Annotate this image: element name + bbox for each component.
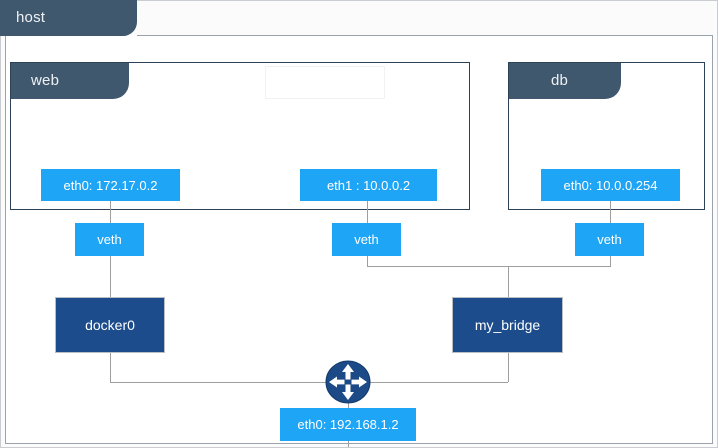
connector-veth3-to-junction	[610, 256, 611, 267]
connector-db-eth0-to-veth3	[610, 201, 611, 223]
namespace-tab-db[interactable]	[509, 63, 621, 99]
ghost-placeholder-rect	[265, 66, 385, 99]
veth-box-2[interactable]: veth	[332, 223, 401, 256]
interface-box-host-eth0[interactable]: eth0: 192.168.1.2	[280, 408, 416, 441]
interface-box-web-eth0[interactable]: eth0: 172.17.0.2	[41, 169, 180, 201]
namespace-label-web: web	[31, 72, 60, 89]
connector-veth1-to-docker0	[110, 256, 111, 297]
interface-box-web-eth1[interactable]: eth1 : 10.0.0.2	[300, 169, 437, 201]
connector-docker0-to-host-bus	[110, 353, 111, 382]
interface-box-db-eth0[interactable]: eth0: 10.0.0.254	[541, 169, 680, 201]
namespace-tab-web[interactable]	[11, 63, 129, 99]
host-top-border	[137, 35, 713, 36]
bridge-box-my-bridge[interactable]: my_bridge	[452, 297, 563, 353]
veth-box-1[interactable]: veth	[75, 223, 144, 256]
host-label: host	[16, 9, 46, 26]
host-tab[interactable]	[0, 0, 137, 36]
connector-my-bridge-to-host-bus	[508, 353, 509, 382]
bridge-box-docker0[interactable]: docker0	[55, 297, 165, 353]
connector-host-bus	[110, 382, 508, 383]
connector-veth2-to-junction	[367, 256, 368, 267]
connector-junction-bar	[367, 266, 611, 267]
connector-web-eth0-to-veth1	[110, 201, 111, 223]
router-icon[interactable]	[325, 360, 371, 404]
namespace-label-db: db	[551, 72, 569, 89]
connector-junction-to-my-bridge	[508, 266, 509, 297]
veth-box-3[interactable]: veth	[575, 223, 644, 256]
connector-web-eth1-to-veth2	[367, 201, 368, 223]
connector-host-eth0-to-edge	[348, 441, 349, 447]
